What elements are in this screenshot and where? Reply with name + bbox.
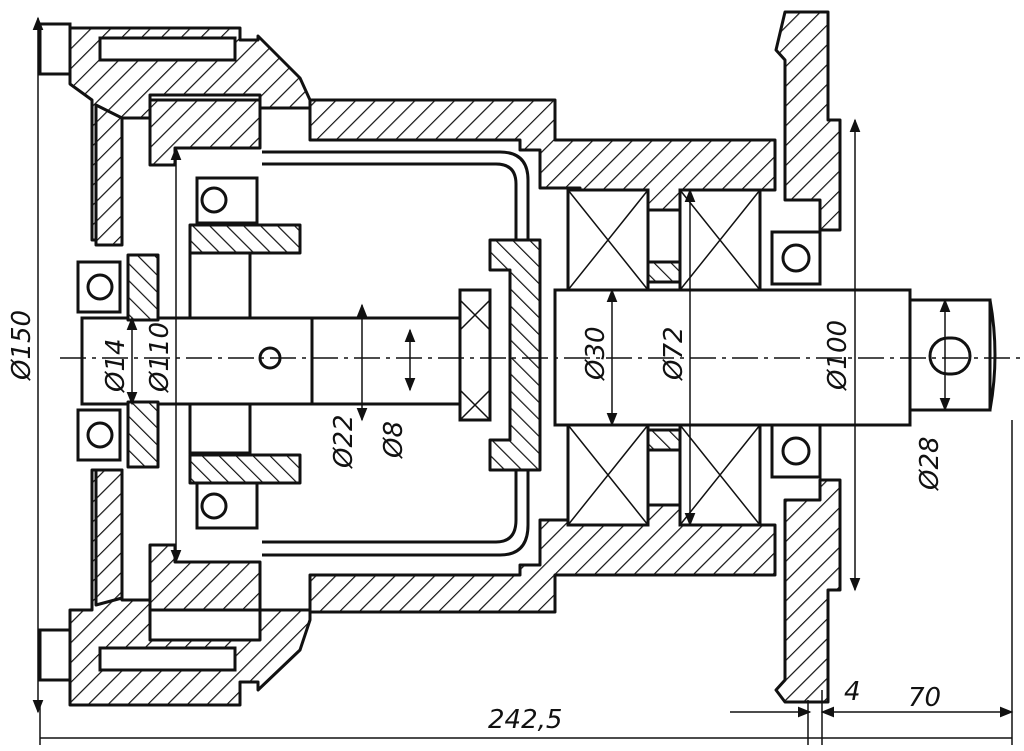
dim-d8: Ø8	[379, 421, 409, 459]
dim-length-4: 4	[844, 677, 861, 707]
bolts	[38, 22, 237, 682]
housing-section	[68, 10, 842, 247]
dim-d150: Ø150	[7, 310, 37, 381]
dim-length-70: 70	[908, 683, 941, 713]
input-shaft	[80, 253, 492, 469]
ball-bearing-right	[770, 230, 822, 479]
dim-d72: Ø72	[659, 326, 689, 381]
housing-section-lower	[68, 468, 842, 707]
ball-bearing-left	[76, 176, 259, 530]
dim-d30: Ø30	[581, 326, 611, 381]
dim-d14: Ø14	[101, 338, 131, 393]
dim-d22: Ø22	[329, 414, 359, 469]
dim-d28: Ø28	[915, 436, 945, 491]
dim-length-total: 242,5	[488, 705, 562, 735]
dim-d100: Ø100	[823, 320, 853, 391]
dim-d110: Ø110	[145, 322, 175, 393]
dimension-lines	[32, 16, 1014, 745]
